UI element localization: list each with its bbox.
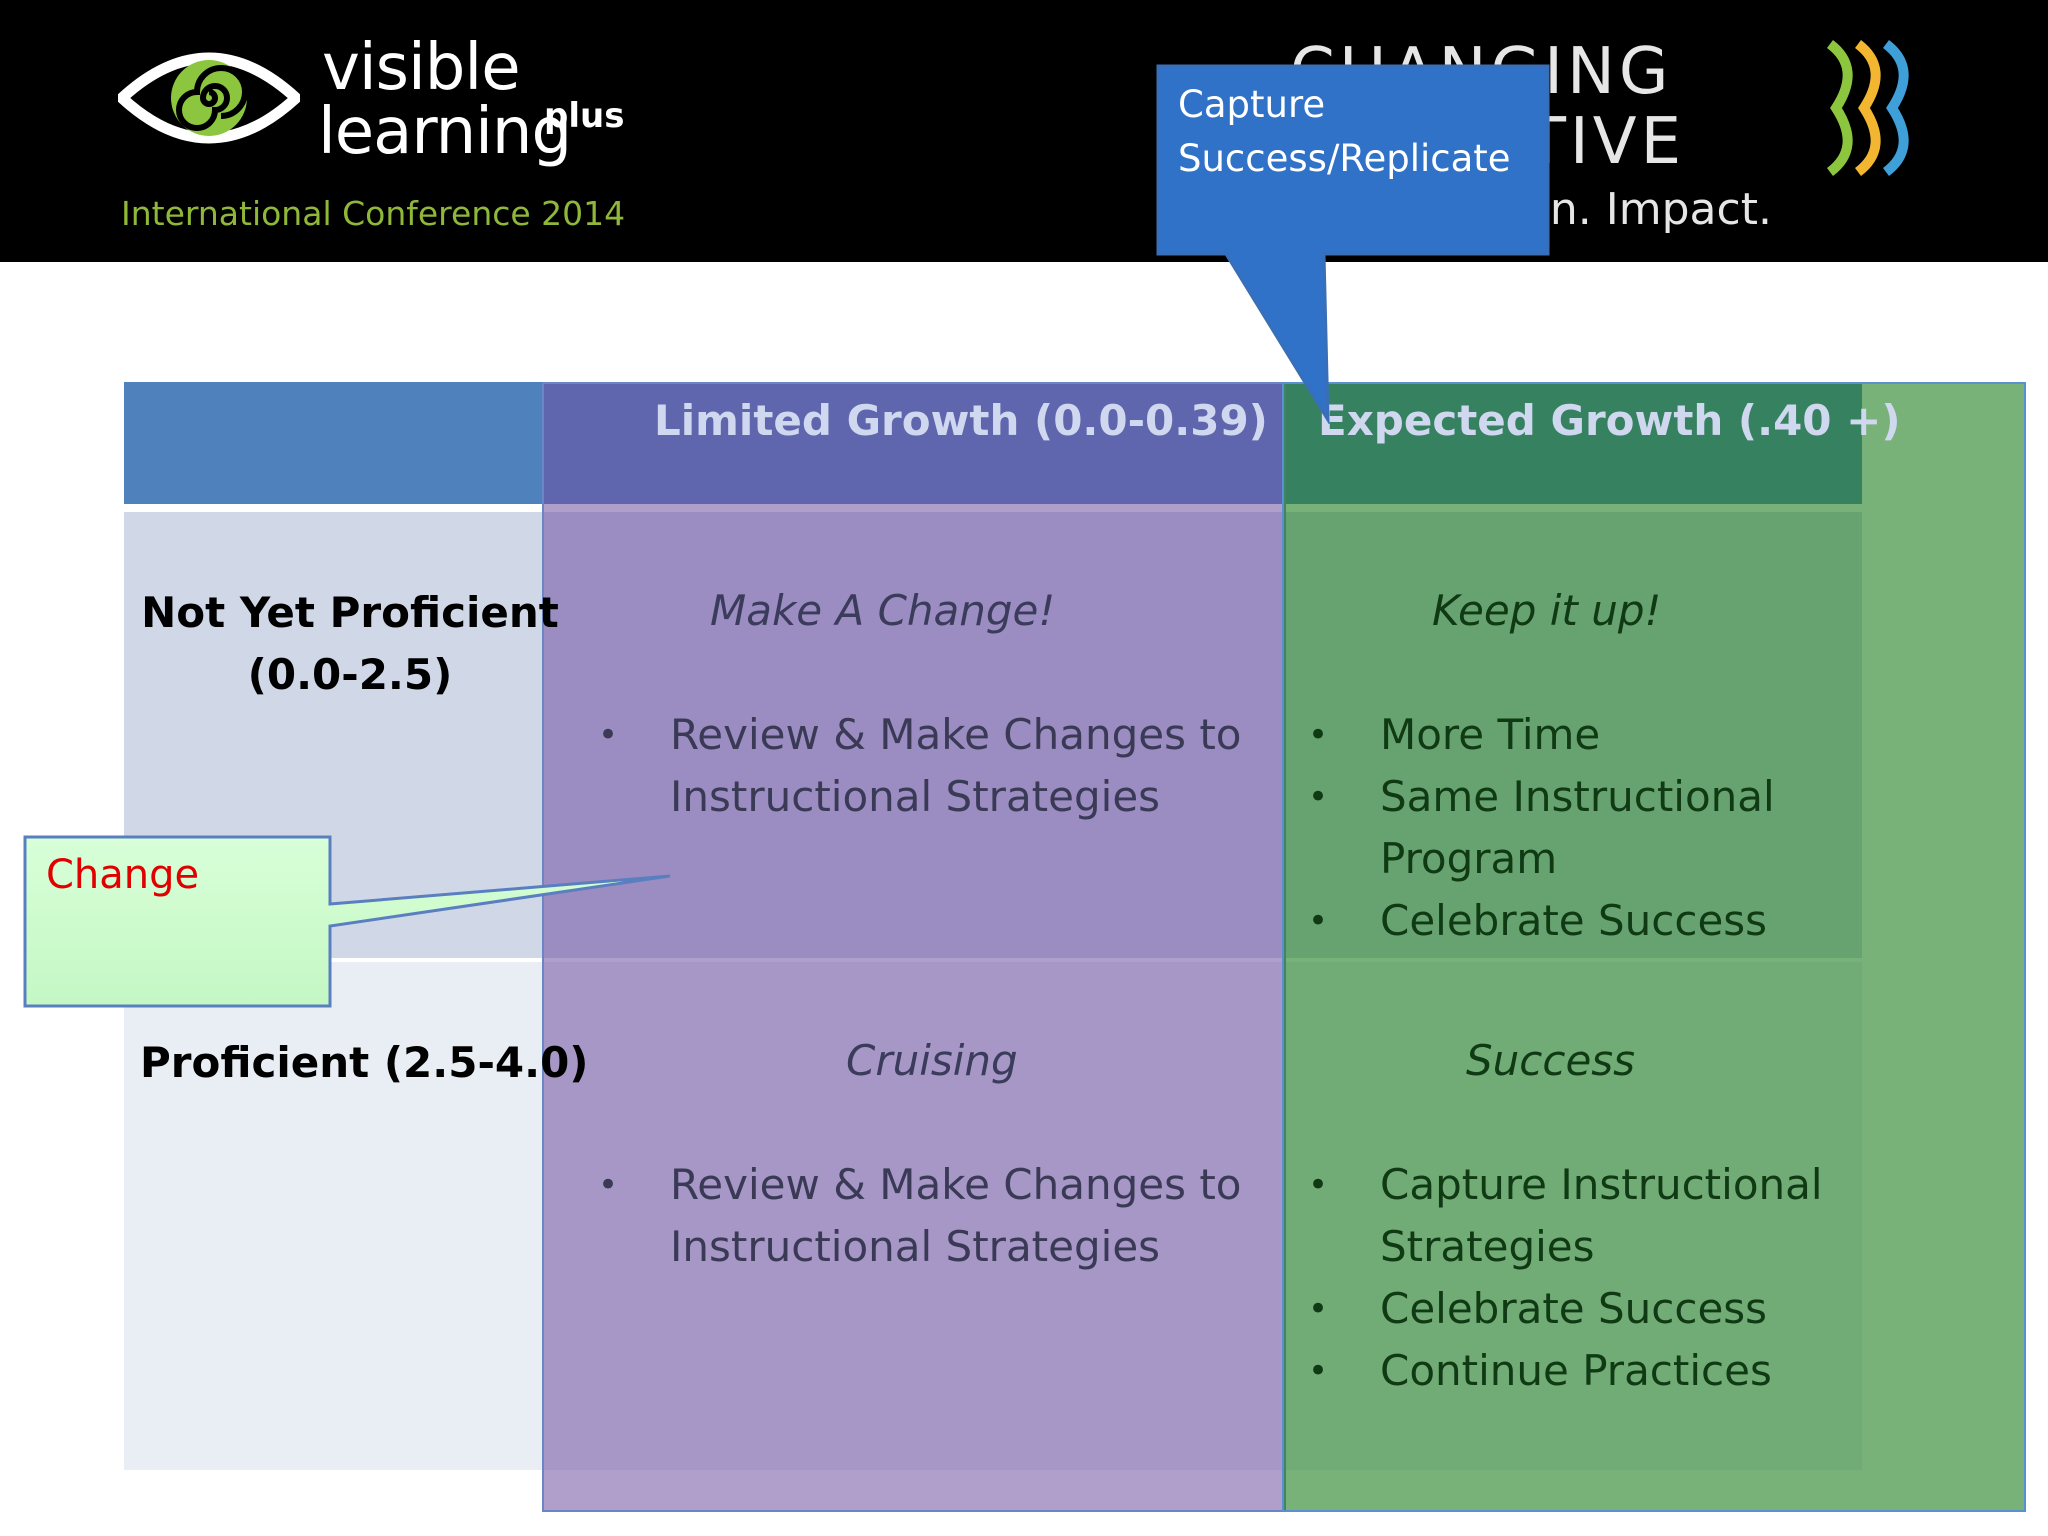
- change-callout-shape: [23, 835, 671, 1008]
- list-item: Same Instructional Program: [1300, 766, 1860, 890]
- change-callout-text: Change: [46, 852, 200, 898]
- brackets-logo-icon: [1826, 40, 1909, 176]
- row-label-not-yet-proficient: Not Yet Proficient (0.0-2.5): [141, 588, 559, 699]
- col-header-limited: Limited Growth (0.0-0.39): [654, 396, 1268, 445]
- eye-logo-icon: [118, 52, 300, 144]
- limited-growth-column: [542, 382, 1286, 1512]
- cell-list-cruising: Review & Make Changes to Instructional S…: [590, 1154, 1250, 1278]
- list-item: Continue Practices: [1300, 1340, 1860, 1402]
- cell-title-success: Success: [1466, 1036, 1636, 1085]
- logo-plus: plus: [544, 96, 625, 136]
- list-item: More Time: [1300, 704, 1860, 766]
- cell-title-make-change: Make A Change!: [710, 586, 1056, 635]
- conference-label: International Conference 2014: [121, 194, 626, 233]
- cell-title-cruising: Cruising: [846, 1036, 1018, 1085]
- cell-list-make-change: Review & Make Changes to Instructional S…: [590, 704, 1250, 828]
- list-item: Celebrate Success: [1300, 890, 1860, 952]
- capture-callout-shape: [1156, 64, 1550, 424]
- row-label-proficient: Proficient (2.5-4.0): [140, 1038, 589, 1087]
- cell-title-keep-it-up: Keep it up!: [1432, 586, 1662, 635]
- list-item: Review & Make Changes to Instructional S…: [590, 704, 1250, 828]
- list-item: Celebrate Success: [1300, 1278, 1860, 1340]
- col-header-expected: Expected Growth (.40 +): [1318, 396, 1901, 445]
- header-banner: [0, 0, 2048, 262]
- capture-callout-text: Capture Success/Replicate: [1178, 83, 1511, 180]
- cell-list-success: Capture Instructional Strategies Celebra…: [1300, 1154, 1860, 1402]
- list-item: Capture Instructional Strategies: [1300, 1154, 1860, 1278]
- list-item: Review & Make Changes to Instructional S…: [590, 1154, 1250, 1278]
- logo-word-visible: visible: [322, 31, 521, 105]
- cell-list-keep-it-up: More Time Same Instructional Program Cel…: [1300, 704, 1860, 952]
- logo-word-learning: learning: [318, 95, 572, 169]
